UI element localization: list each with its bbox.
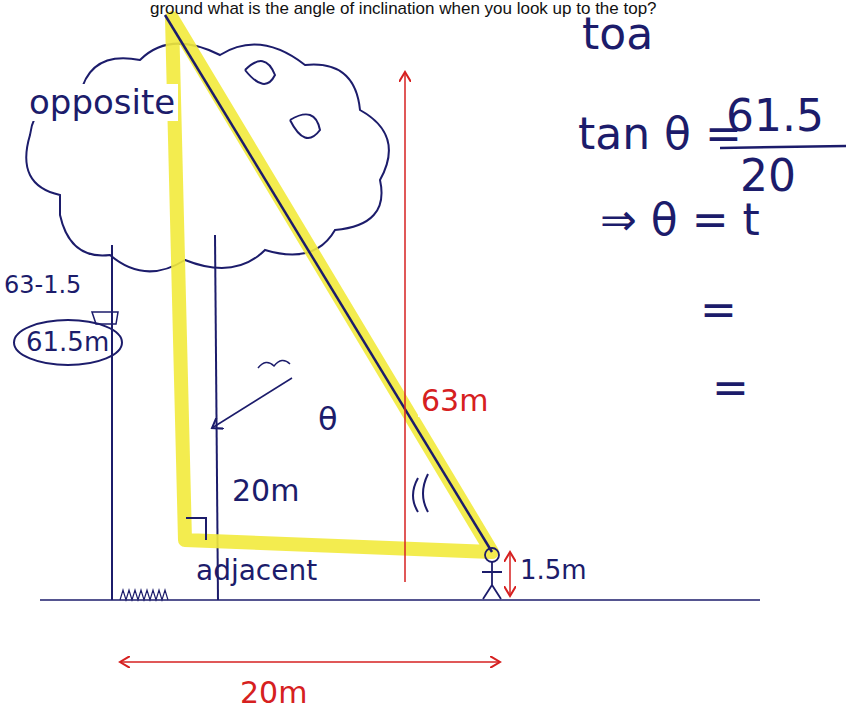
height-label: 1.5m bbox=[520, 556, 587, 585]
side-label: adjacent bbox=[196, 556, 317, 587]
circled-value: 61.5m bbox=[12, 318, 124, 367]
height-arrow bbox=[404, 72, 406, 582]
person-body bbox=[482, 562, 502, 599]
canopy-loop bbox=[290, 114, 320, 138]
value-text: 61.5m bbox=[26, 328, 110, 357]
angle-arc bbox=[423, 474, 428, 512]
person-head bbox=[485, 548, 499, 562]
equation-text: tan θ = bbox=[578, 110, 742, 158]
tree-trunk bbox=[111, 245, 113, 600]
distance-arrow bbox=[120, 661, 500, 663]
pointer-arrow bbox=[212, 378, 292, 428]
sight-line bbox=[165, 15, 492, 552]
bird-mark bbox=[258, 360, 290, 368]
note-text: toa bbox=[582, 10, 653, 58]
eye-height-arrow bbox=[509, 552, 511, 596]
angle-arc bbox=[413, 478, 418, 512]
distance-label: 20m bbox=[240, 676, 307, 709]
denominator: 20 bbox=[740, 152, 796, 200]
height-label: 63m bbox=[418, 384, 491, 417]
equation-text: = bbox=[712, 364, 749, 412]
numerator: 61.5 bbox=[726, 92, 824, 140]
equation-text: ⇒ θ = t bbox=[600, 196, 760, 244]
side-label: 20m bbox=[232, 474, 299, 507]
equation-text: = bbox=[700, 286, 737, 334]
question-text: ground what is the angle of inclination … bbox=[150, 0, 657, 19]
canopy-loop bbox=[245, 61, 275, 84]
right-angle-mark bbox=[186, 518, 206, 540]
ground-line bbox=[40, 599, 760, 601]
grass bbox=[120, 590, 168, 600]
side-label: opposite bbox=[26, 84, 178, 121]
angle-label: θ bbox=[318, 402, 338, 437]
calc-label: 63-1.5 bbox=[4, 272, 81, 298]
